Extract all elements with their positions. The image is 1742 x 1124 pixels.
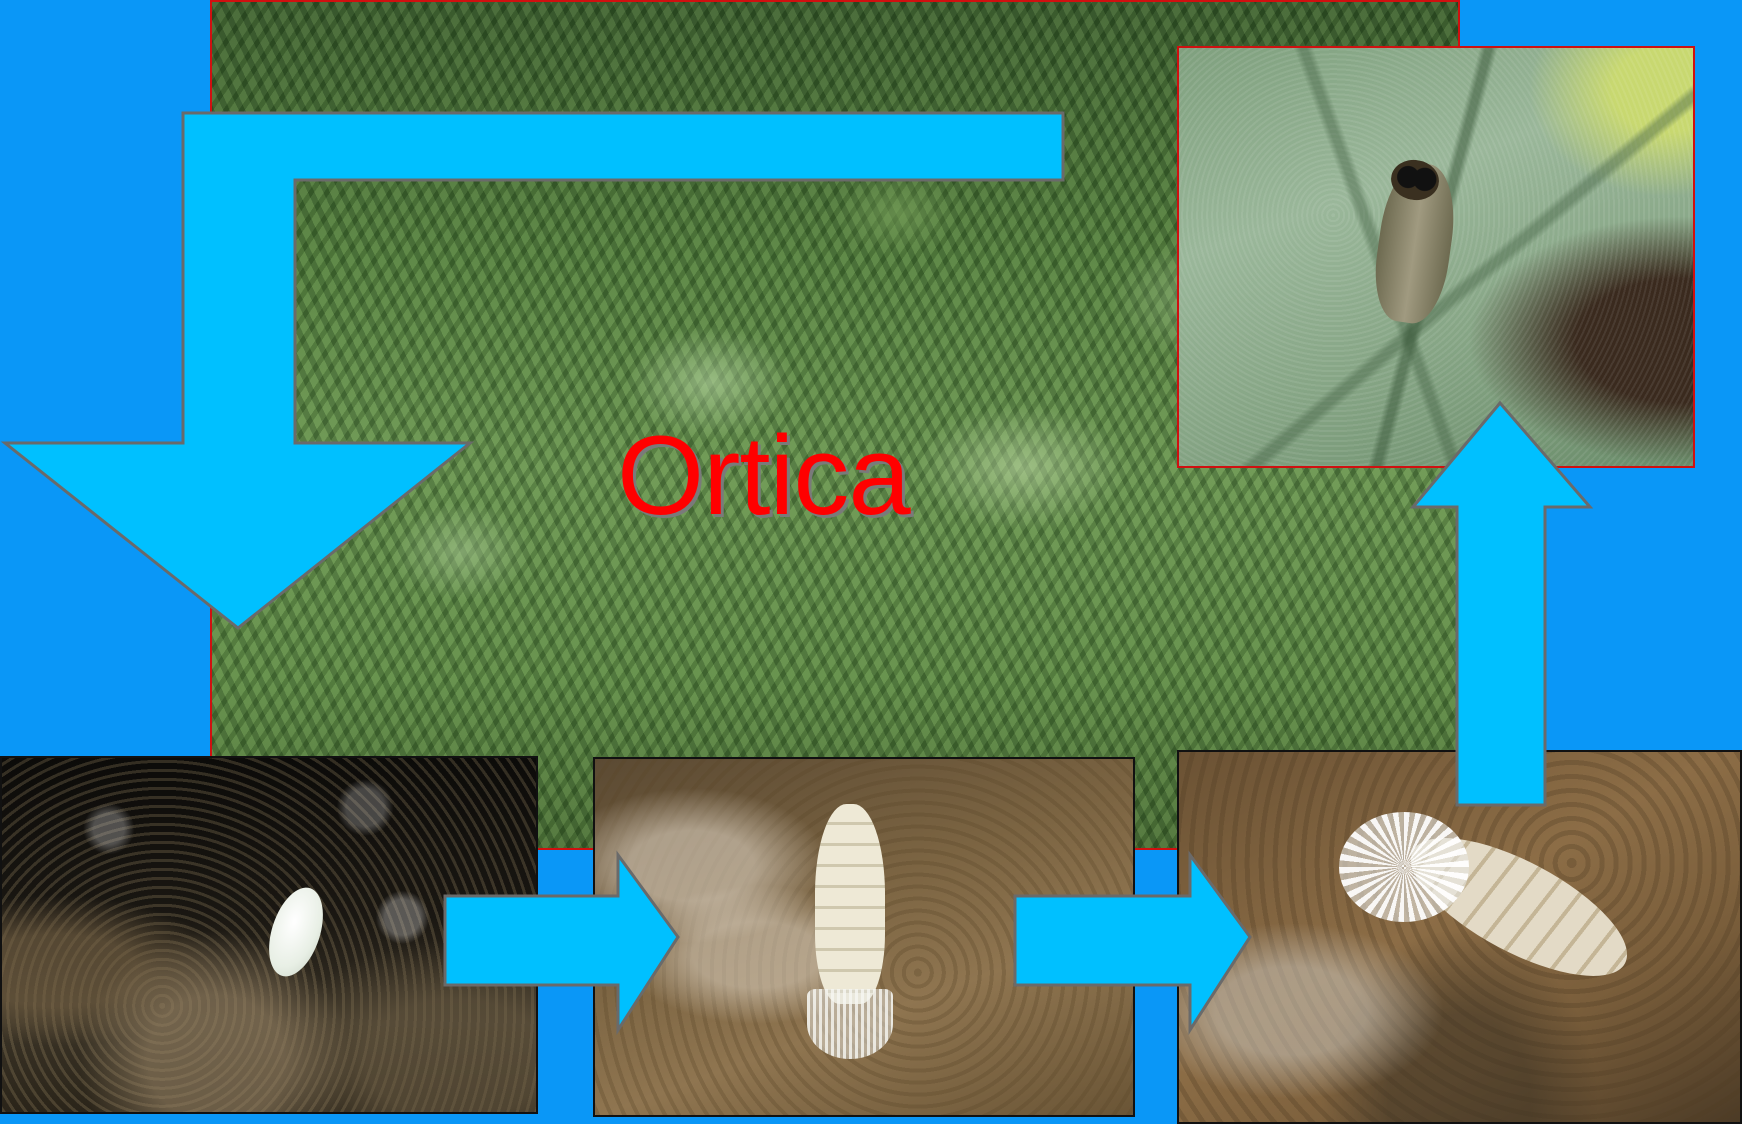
egg [259, 881, 333, 983]
late-nymph-photo [1177, 750, 1742, 1124]
diagram-title: Ortica [617, 420, 910, 532]
nymph-body [815, 804, 885, 1004]
late-nymph-wax [1339, 812, 1469, 922]
nymph-photo [593, 757, 1135, 1117]
adult-insect-on-leaf-photo [1177, 46, 1695, 468]
egg-photo [0, 756, 538, 1114]
nymph-wax-tail [807, 989, 893, 1059]
